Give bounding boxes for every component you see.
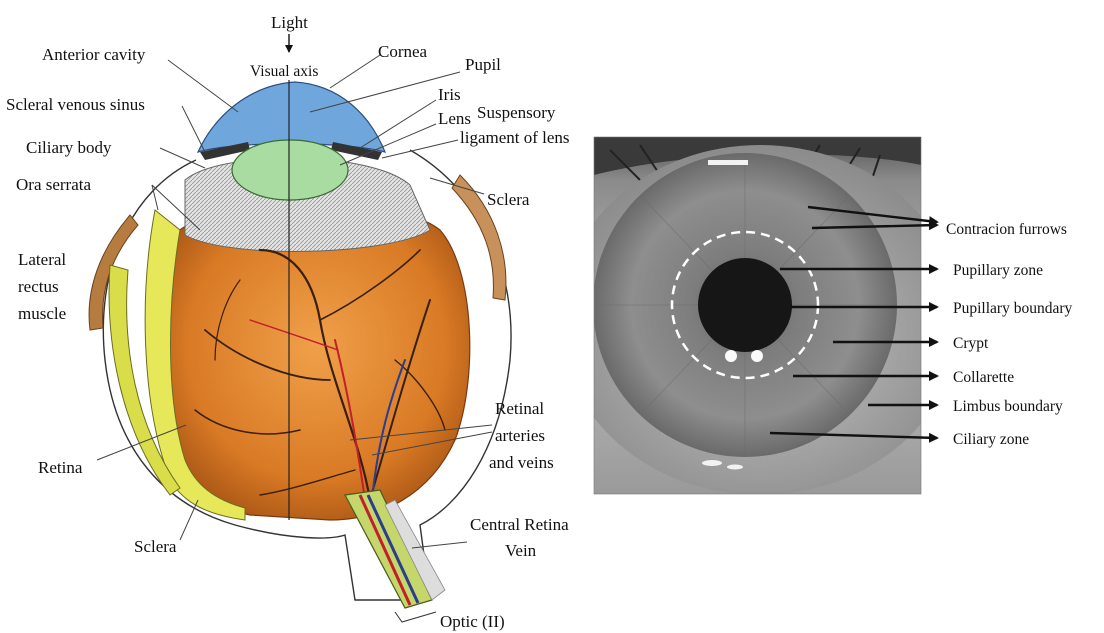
label-retina: Retina (38, 458, 83, 477)
label-central-1: Central Retina (470, 515, 569, 534)
label-lateral-1: Lateral (18, 250, 66, 269)
pupil-disc (698, 258, 792, 352)
label-contraction-furrows: Contracion furrows (946, 221, 1067, 238)
optic-bracket (395, 612, 436, 622)
label-retinal-3: and veins (489, 453, 554, 472)
label-scleral-venous-sinus: Scleral venous sinus (6, 95, 145, 114)
label-ciliary-zone: Ciliary zone (953, 431, 1029, 448)
label-retinal-2: arteries (495, 426, 545, 445)
iris-labels: Contracion furrows Pupillary zone Pupill… (946, 221, 1072, 448)
label-suspensory-2: ligament of lens (460, 128, 570, 147)
label-limbus-boundary: Limbus boundary (953, 398, 1063, 415)
iris-photo (560, 137, 960, 495)
lens (232, 140, 348, 200)
label-ora-serrata: Ora serrata (16, 175, 91, 194)
label-ciliary-body: Ciliary body (26, 138, 112, 157)
label-light: Light (271, 13, 308, 32)
label-pupillary-zone: Pupillary zone (953, 262, 1043, 279)
label-pupil: Pupil (465, 55, 501, 74)
label-pupillary-boundary: Pupillary boundary (953, 300, 1072, 317)
eye-anatomy-diagram: Light Visual axis Anterior cavity Cornea… (6, 13, 570, 631)
label-sclera-right: Sclera (487, 190, 530, 209)
label-lateral-2: rectus (18, 277, 59, 296)
label-collarette: Collarette (953, 369, 1014, 386)
label-iris: Iris (438, 85, 461, 104)
label-lateral-3: muscle (18, 304, 66, 323)
label-crypt: Crypt (953, 335, 989, 352)
label-central-2: Vein (505, 541, 537, 560)
label-sclera-bottom: Sclera (134, 537, 177, 556)
label-suspensory-1: Suspensory (477, 103, 556, 122)
label-visual-axis: Visual axis (250, 63, 318, 80)
label-cornea: Cornea (378, 42, 428, 61)
label-retinal-1: Retinal (495, 399, 544, 418)
label-optic: Optic (II) (440, 612, 505, 631)
label-lens: Lens (438, 109, 471, 128)
label-anterior-cavity: Anterior cavity (42, 45, 146, 64)
